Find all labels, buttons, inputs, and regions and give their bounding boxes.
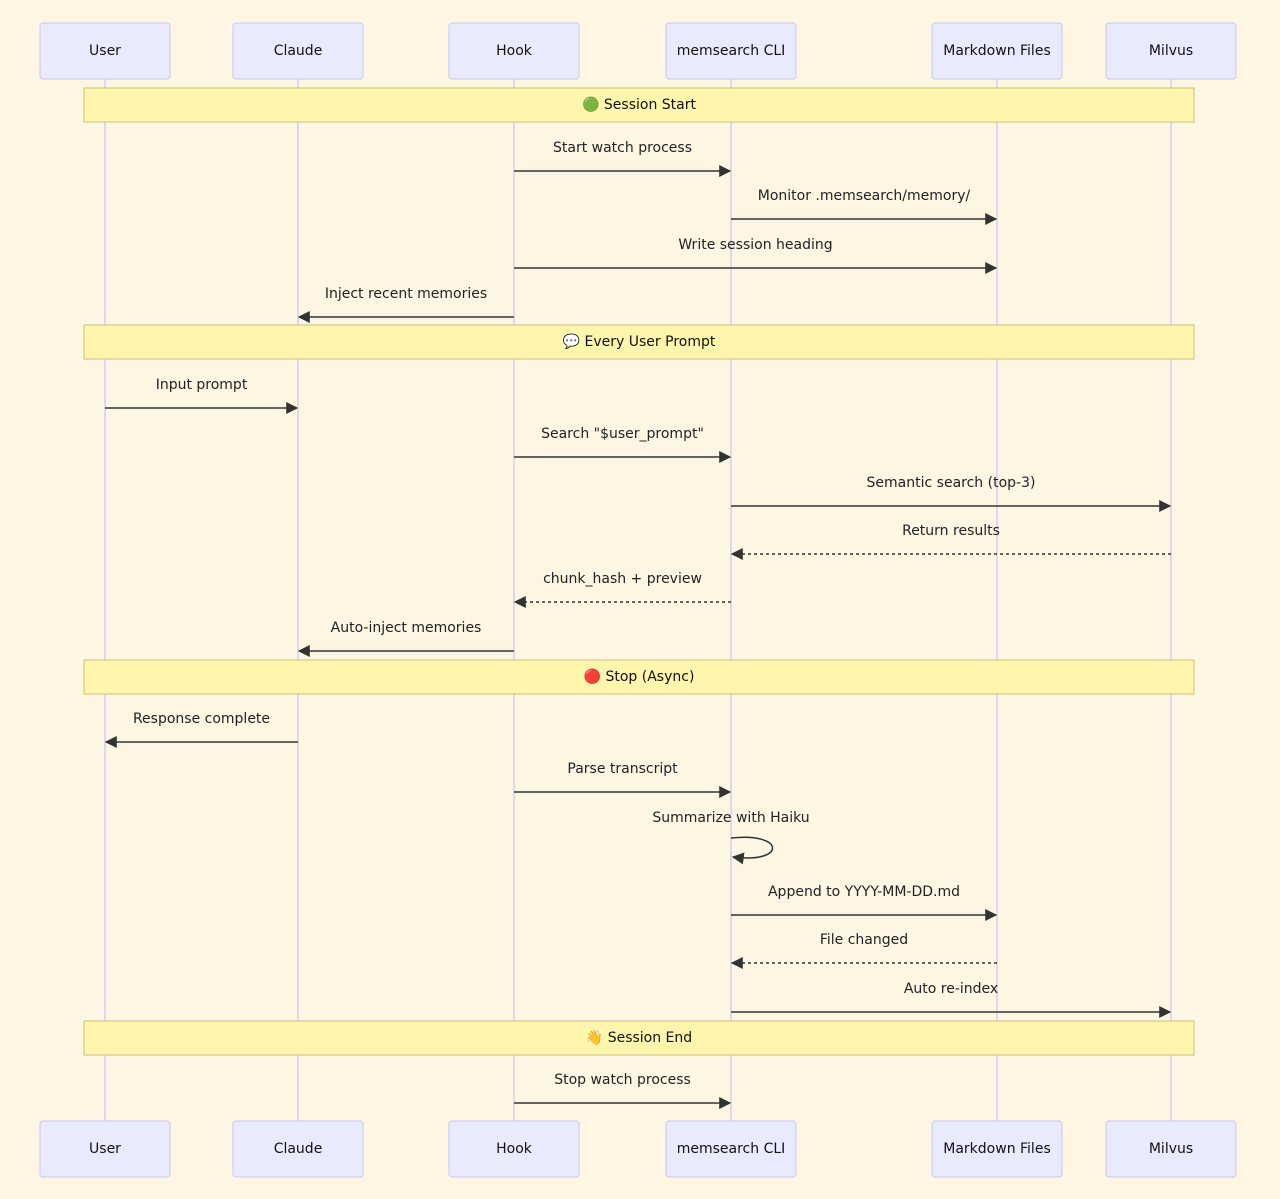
message-7: Semantic search (top-3) xyxy=(731,475,1172,512)
section-note-3: 🔴 Stop (Async) xyxy=(83,659,1195,695)
actor-box xyxy=(665,1120,797,1178)
actor-label: Milvus xyxy=(1149,1141,1193,1157)
message-label: Inject recent memories xyxy=(325,286,487,302)
self-arrow xyxy=(730,836,774,865)
actor-hook-top[interactable]: Hook xyxy=(448,22,580,80)
message-label: Start watch process xyxy=(553,140,692,156)
message-label: Stop watch process xyxy=(554,1072,691,1088)
actor-box xyxy=(39,22,171,80)
actor-label: User xyxy=(89,43,121,59)
section-note-4: 👋 Session End xyxy=(83,1020,1195,1056)
message-3: Write session heading xyxy=(514,237,998,274)
actor-label: User xyxy=(89,1141,121,1157)
actor-hook-bottom[interactable]: Hook xyxy=(448,1120,580,1178)
message-label: Input prompt xyxy=(156,377,248,393)
message-6: Search "$user_prompt" xyxy=(514,426,732,463)
message-5: Input prompt xyxy=(105,377,299,414)
actor-claude-top[interactable]: Claude xyxy=(232,22,364,80)
red-circle-icon: 🔴 Stop (Async) xyxy=(584,668,695,685)
actor-box xyxy=(448,1120,580,1178)
actor-label: Claude xyxy=(274,1141,323,1157)
actor-label: Claude xyxy=(274,43,323,59)
message-8: Return results xyxy=(730,523,1171,560)
actor-box xyxy=(448,22,580,80)
message-4: Inject recent memories xyxy=(297,286,514,323)
actor-md-top[interactable]: Markdown Files xyxy=(931,22,1063,80)
actor-box xyxy=(931,1120,1063,1178)
actor-cli-bottom[interactable]: memsearch CLI xyxy=(665,1120,797,1178)
message-16: Auto re-index xyxy=(731,981,1172,1018)
message-12: Parse transcript xyxy=(514,761,732,798)
actor-label: Hook xyxy=(496,1141,533,1157)
actor-label: Hook xyxy=(496,43,533,59)
message-9: chunk_hash + preview xyxy=(513,571,731,608)
actor-box xyxy=(1105,22,1237,80)
section-note-box xyxy=(83,1020,1195,1056)
message-label: Summarize with Haiku xyxy=(652,810,809,826)
message-17: Stop watch process xyxy=(514,1072,732,1109)
actor-user-bottom[interactable]: User xyxy=(39,1120,171,1178)
message-label: Response complete xyxy=(133,711,270,727)
message-label: Auto re-index xyxy=(904,981,998,997)
message-label: chunk_hash + preview xyxy=(543,571,702,587)
actor-label: Milvus xyxy=(1149,43,1193,59)
actor-label: memsearch CLI xyxy=(677,43,786,59)
message-15: File changed xyxy=(730,932,997,969)
actor-cli-top[interactable]: memsearch CLI xyxy=(665,22,797,80)
waving-hand-icon: 👋 Session End xyxy=(586,1029,692,1046)
actor-box xyxy=(39,1120,171,1178)
message-label: Append to YYYY-MM-DD.md xyxy=(768,884,960,900)
actor-label: memsearch CLI xyxy=(677,1141,786,1157)
message-label: Semantic search (top-3) xyxy=(867,475,1036,491)
message-label: Auto-inject memories xyxy=(331,620,482,636)
message-10: Auto-inject memories xyxy=(297,620,514,657)
message-2: Monitor .memsearch/memory/ xyxy=(731,188,998,225)
message-1: Start watch process xyxy=(514,140,732,177)
actor-milvus-top[interactable]: Milvus xyxy=(1105,22,1237,80)
actor-user-top[interactable]: User xyxy=(39,22,171,80)
message-11: Response complete xyxy=(104,711,298,748)
actor-box xyxy=(1105,1120,1237,1178)
section-note-1: 🟢 Session Start xyxy=(83,87,1195,123)
message-label: File changed xyxy=(820,932,908,948)
actor-label: Markdown Files xyxy=(943,43,1050,59)
speech-bubble-icon: 💬 Every User Prompt xyxy=(563,333,716,350)
actor-milvus-bottom[interactable]: Milvus xyxy=(1105,1120,1237,1178)
green-circle-icon: 🟢 Session Start xyxy=(582,96,696,113)
message-label: Parse transcript xyxy=(567,761,678,777)
section-note-2: 💬 Every User Prompt xyxy=(83,324,1195,360)
message-label: Return results xyxy=(902,523,1000,539)
message-label: Search "$user_prompt" xyxy=(541,426,704,442)
message-13: Summarize with Haiku xyxy=(652,810,810,865)
actor-box xyxy=(232,22,364,80)
section-note-box xyxy=(83,87,1195,123)
actor-claude-bottom[interactable]: Claude xyxy=(232,1120,364,1178)
message-14: Append to YYYY-MM-DD.md xyxy=(731,884,998,921)
actor-md-bottom[interactable]: Markdown Files xyxy=(931,1120,1063,1178)
actor-box xyxy=(665,22,797,80)
section-note-box xyxy=(83,659,1195,695)
actor-box xyxy=(931,22,1063,80)
actor-box xyxy=(232,1120,364,1178)
actor-label: Markdown Files xyxy=(943,1141,1050,1157)
message-label: Monitor .memsearch/memory/ xyxy=(758,188,971,204)
section-note-box xyxy=(83,324,1195,360)
message-label: Write session heading xyxy=(678,237,832,253)
